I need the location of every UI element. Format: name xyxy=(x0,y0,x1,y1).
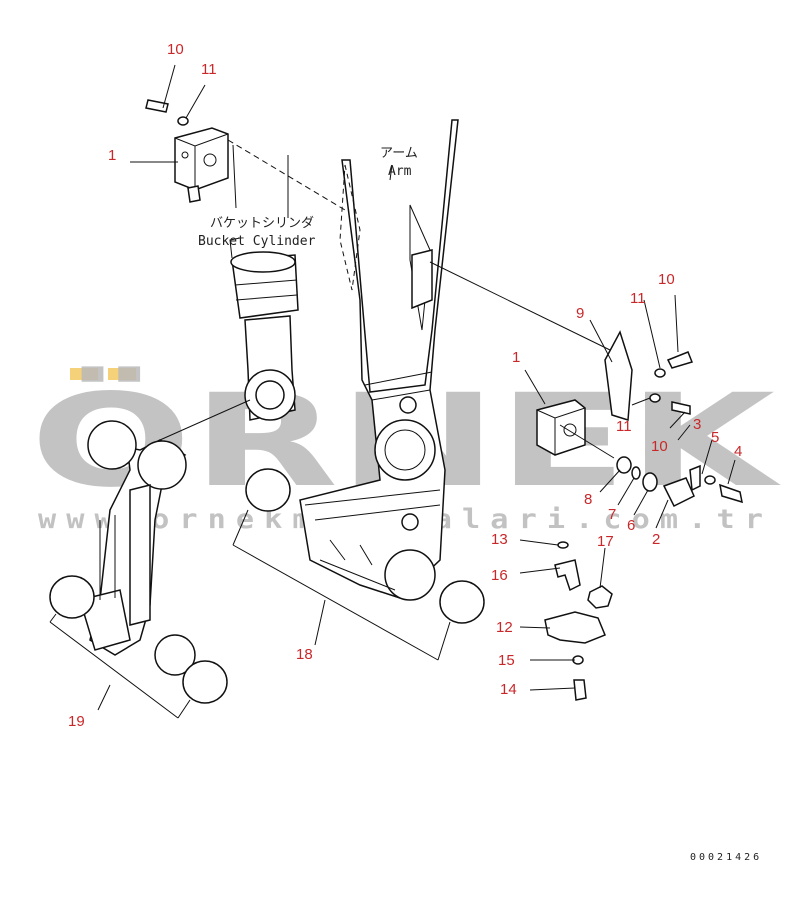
callout-r-6: 6 xyxy=(627,517,635,534)
grease-assembly-right xyxy=(429,261,743,701)
o-ring-18-left xyxy=(245,468,291,512)
callout-r-5: 5 xyxy=(711,429,719,446)
callout-c-18: 18 xyxy=(296,646,313,663)
callout-r-11a: 11 xyxy=(630,290,646,307)
watermark-accent-left xyxy=(70,368,98,380)
callout-r-2: 2 xyxy=(652,531,660,548)
o-ring-18-right xyxy=(439,580,485,624)
block-1 xyxy=(536,399,586,456)
callout-r-1: 1 xyxy=(512,349,520,366)
grease-block-top xyxy=(145,99,229,203)
watermark-accent-right xyxy=(108,368,136,380)
callout-r-14: 14 xyxy=(500,681,517,698)
label-bucket-cylinder-jp: バケットシリンダ xyxy=(210,216,314,231)
callout-r-8: 8 xyxy=(584,491,592,508)
callout-r-16: 16 xyxy=(491,567,508,584)
leader-lines xyxy=(49,64,736,719)
callout-r-9: 9 xyxy=(576,305,584,322)
text-labels: バケットシリンダ Bucket Cylinder アーム Arm 0002142… xyxy=(198,146,762,863)
callout-numbers: 10 11 1 10 11 9 1 3 11 10 5 4 8 7 6 2 13… xyxy=(68,41,742,730)
callout-r-10b: 10 xyxy=(651,438,668,455)
label-arm-jp: アーム xyxy=(380,146,418,161)
callout-r-17: 17 xyxy=(597,533,614,550)
callout-r-11b: 11 xyxy=(616,418,632,435)
callout-r-7: 7 xyxy=(608,506,616,523)
arm xyxy=(227,119,459,601)
callout-top-1: 1 xyxy=(108,147,116,164)
drawing-number: 00021426 xyxy=(690,852,762,863)
callout-top-10: 10 xyxy=(167,41,184,58)
callout-r-4: 4 xyxy=(734,443,742,460)
callout-r-3: 3 xyxy=(693,416,701,433)
label-arm-en: Arm xyxy=(388,164,412,179)
o-rings xyxy=(49,468,485,704)
callout-r-12: 12 xyxy=(496,619,513,636)
callout-r-15: 15 xyxy=(498,652,515,669)
label-bucket-cylinder-en: Bucket Cylinder xyxy=(198,234,316,249)
callout-top-11: 11 xyxy=(201,61,217,78)
bucket-cylinder xyxy=(229,237,299,421)
o-ring-19-left xyxy=(49,575,95,619)
plate-9 xyxy=(604,330,633,421)
callout-c-19: 19 xyxy=(68,713,85,730)
o-ring-19-right xyxy=(182,660,228,704)
link-assembly xyxy=(79,420,196,676)
callout-r-10a: 10 xyxy=(658,271,675,288)
callout-r-13: 13 xyxy=(491,531,508,548)
